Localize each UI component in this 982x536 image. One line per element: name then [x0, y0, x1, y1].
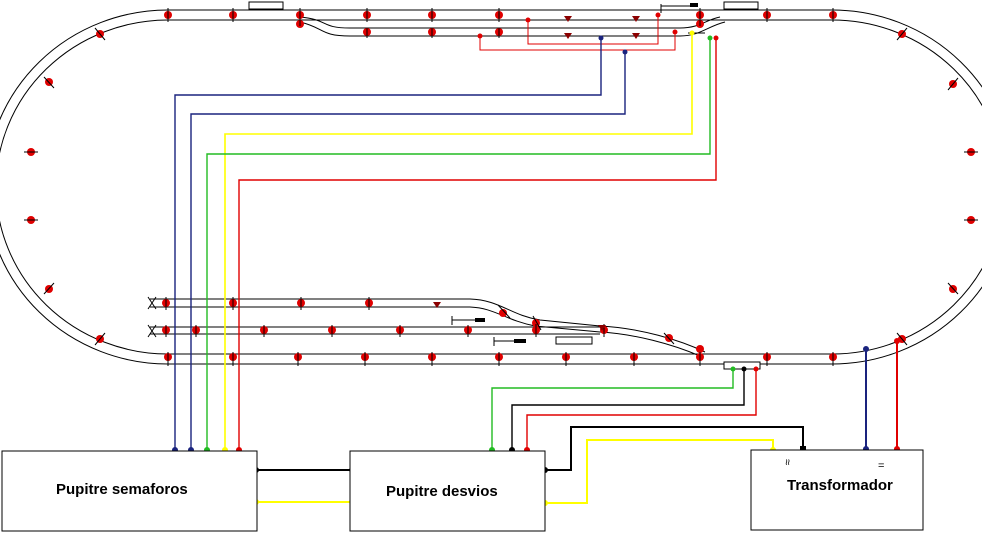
track-joint-icon — [499, 309, 507, 317]
signal-icon — [451, 316, 485, 325]
ac-symbol-icon: ≈ — [781, 459, 793, 465]
signal-icon — [493, 337, 526, 346]
transformador-label: Transformador — [787, 477, 893, 494]
power-wires — [256, 426, 804, 504]
track-feed-wires — [865, 341, 898, 450]
signals — [433, 3, 698, 346]
turnout-motor-icon — [248, 1, 284, 10]
pupitre-desvios-label: Pupitre desvios — [386, 483, 498, 500]
dc-symbol-icon: = — [878, 460, 884, 472]
box-transformador: Transformador ≈ = — [750, 449, 924, 531]
track-joint-icon — [696, 345, 704, 353]
joint-ticks — [24, 8, 978, 366]
turnout-motor-icon — [723, 1, 759, 10]
turnout-motor-icon — [555, 336, 593, 345]
desvios-wires — [491, 368, 757, 452]
box-pupitre-semaforos: Pupitre semaforos — [1, 450, 258, 532]
pupitre-semaforos-label: Pupitre semaforos — [56, 481, 188, 498]
semaforos-wires — [174, 33, 717, 452]
box-pupitre-desvios: Pupitre desvios — [349, 450, 546, 532]
top-station-tracks — [299, 16, 726, 37]
signal-icon — [660, 3, 698, 13]
